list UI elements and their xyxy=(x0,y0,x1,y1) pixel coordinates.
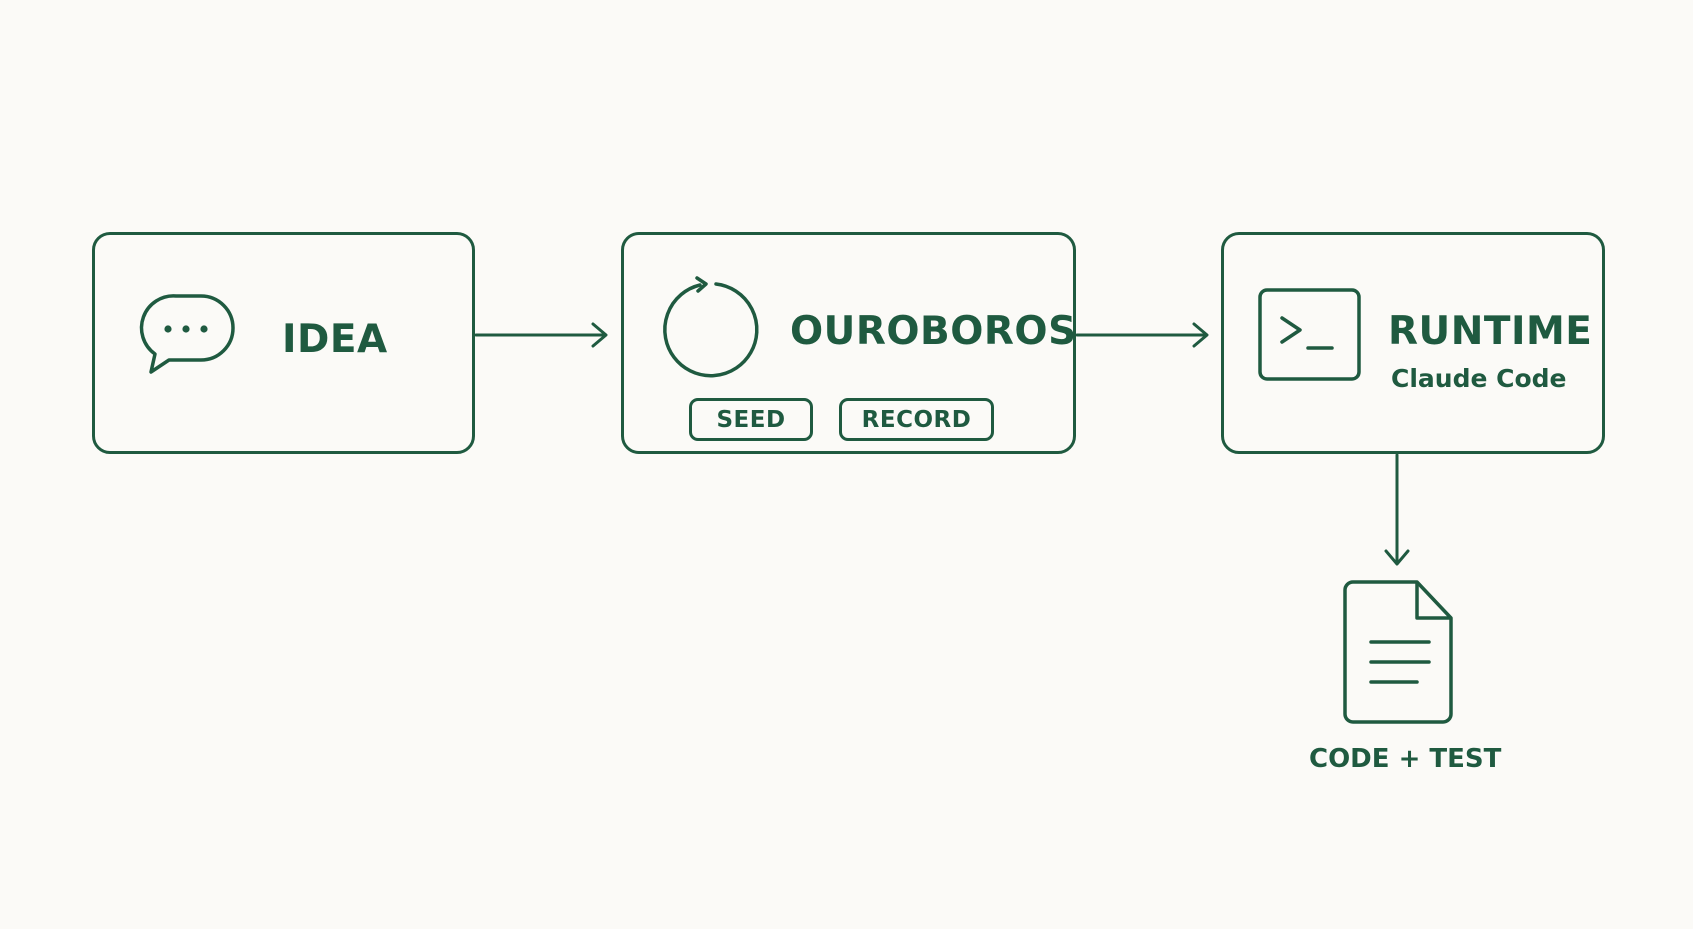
cycle-icon xyxy=(663,276,759,378)
chat-bubble-icon xyxy=(139,294,235,374)
arrow-runtime-to-output xyxy=(1384,453,1410,566)
record-tag: RECORD xyxy=(839,398,994,441)
terminal-icon xyxy=(1258,288,1361,381)
idea-title: IDEA xyxy=(282,317,388,362)
document-icon xyxy=(1343,580,1453,724)
arrow-ouroboros-to-runtime xyxy=(1075,322,1209,348)
arrow-idea-to-ouroboros xyxy=(474,322,608,348)
ouroboros-title: OUROBOROS xyxy=(790,309,1077,354)
idea-node: IDEA xyxy=(92,232,475,454)
runtime-node: RUNTIME Claude Code xyxy=(1221,232,1605,454)
runtime-subtitle: Claude Code xyxy=(1391,364,1567,393)
output-label: CODE + TEST xyxy=(1309,744,1502,774)
runtime-title: RUNTIME xyxy=(1388,309,1593,354)
seed-tag: SEED xyxy=(689,398,813,441)
ouroboros-node: OUROBOROS SEED RECORD xyxy=(621,232,1076,454)
